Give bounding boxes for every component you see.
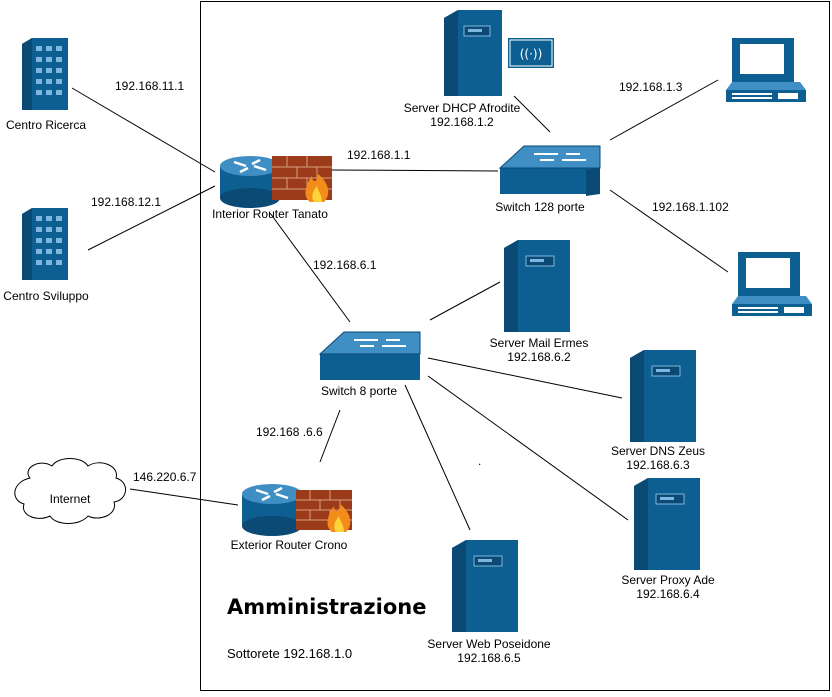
link-sviluppo-router [87, 185, 216, 251]
link-switch8-proxy [427, 375, 629, 521]
connections [71, 79, 729, 531]
dns-server-name: Server DNS Zeus [610, 444, 706, 458]
server-icon [630, 350, 696, 442]
server-icon [504, 240, 570, 332]
interior-router-label: Interior Router Tanato [212, 207, 328, 221]
link-label-pc2: 192.168.1.102 [652, 200, 729, 214]
link-router-switch128 [329, 169, 499, 172]
link-switch128-pc1 [609, 79, 719, 141]
stray-mark: . [478, 454, 482, 468]
building-icon [22, 38, 68, 110]
server-icon [634, 478, 700, 570]
internet-label: Internet [49, 492, 91, 506]
dhcp-server-ip: 192.168.1.2 [430, 115, 494, 129]
switch128-label: Switch 128 porte [495, 200, 585, 214]
centro-sviluppo-label: Centro Sviluppo [3, 289, 89, 303]
computer-icon [726, 38, 806, 102]
computer-icon [732, 252, 812, 316]
link-label-router-switch8: 192.168.6.1 [313, 258, 377, 272]
link-label-router-switch128: 192.168.1.1 [347, 148, 411, 162]
firewall-icon [272, 156, 332, 202]
link-dhcp-switch128 [513, 95, 551, 133]
link-switch8-mail [429, 281, 501, 321]
administration-boundary [200, 1, 830, 691]
link-label-sviluppo: 192.168.12.1 [91, 195, 162, 209]
dns-server-ip: 192.168.6.3 [626, 458, 690, 472]
web-server-name: Server Web Poseidone [427, 637, 551, 651]
wireless-access-point-icon: ((·)) [508, 38, 554, 68]
centro-ricerca-label: Centro Ricerca [5, 118, 87, 132]
firewall-icon [296, 490, 352, 532]
server-icon [444, 10, 502, 96]
mail-server-name: Server Mail Ermes [489, 336, 589, 350]
exterior-router-label: Exterior Router Crono [230, 538, 348, 552]
switch-icon [498, 145, 601, 196]
link-label-internet: 146.220.6.7 [133, 470, 197, 484]
cloud-icon [14, 458, 126, 524]
router-icon [220, 156, 280, 208]
link-router-switch8 [269, 212, 351, 323]
link-label-switch8-exterior: 192.168 .6.6 [256, 425, 323, 439]
web-server-ip: 192.168.6.5 [457, 651, 521, 665]
area-subnet: Sottorete 192.168.1.0 [227, 646, 353, 661]
server-icon [452, 540, 518, 632]
building-icon [22, 208, 68, 280]
mail-server-ip: 192.168.6.2 [507, 350, 571, 364]
link-switch8-web [404, 384, 471, 531]
link-switch128-pc2 [609, 189, 729, 273]
link-ricerca-router [71, 87, 216, 173]
link-label-ricerca: 192.168.11.1 [115, 79, 185, 93]
switch-icon [318, 331, 421, 380]
link-switch8-exterior [319, 409, 341, 463]
link-switch8-dns [427, 357, 623, 399]
svg-text:((·)): ((·)) [520, 47, 543, 61]
area-title: Amministrazione [227, 595, 427, 619]
switch8-label: Switch 8 porte [320, 384, 398, 398]
router-icon [242, 484, 302, 536]
link-label-pc1: 192.168.1.3 [619, 80, 683, 94]
proxy-server-name: Server Proxy Ade [621, 573, 715, 587]
proxy-server-ip: 192.168.6.4 [636, 587, 700, 601]
link-internet-exterior [129, 488, 239, 506]
dhcp-server-name: Server DHCP Afrodite [403, 101, 521, 115]
